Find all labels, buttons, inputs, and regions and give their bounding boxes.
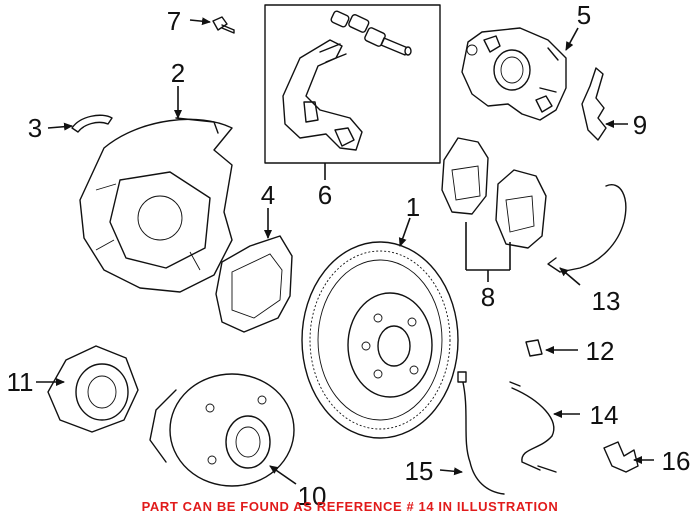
callout-1: 1: [406, 192, 420, 222]
callout-labels: 1 2 3 4 5 6 7 8 9 10 11 12 13 14 15 16: [7, 0, 691, 511]
brake-hose: [509, 381, 557, 473]
callout-7: 7: [167, 6, 181, 36]
wheel-hub: [149, 373, 295, 487]
brake-pads: [441, 137, 547, 249]
guide-pin-2: [364, 27, 412, 56]
callout-4: 4: [261, 180, 275, 210]
brake-rotor: [301, 241, 459, 439]
backing-plate: [79, 117, 233, 293]
reference-note: PART CAN BE FOUND AS REFERENCE # 14 IN I…: [142, 499, 559, 514]
callout-11: 11: [7, 367, 34, 397]
callout-15: 15: [405, 456, 434, 486]
bolt-part-7: [212, 16, 235, 34]
callout-2: 2: [171, 58, 185, 88]
bolt-part-12: [525, 339, 543, 357]
callout-5: 5: [577, 0, 591, 30]
callout-6: 6: [318, 180, 332, 210]
callout-9: 9: [633, 110, 647, 140]
callout-10: 10: [298, 481, 327, 511]
caliper-bracket-kit: [264, 4, 441, 164]
brake-caliper: [461, 27, 567, 121]
shield-part-4: [215, 235, 293, 333]
clip-part-3: [71, 114, 113, 133]
clip-part-16: [603, 441, 639, 473]
callout-12: 12: [586, 336, 615, 366]
wear-sensor-part-13: [547, 184, 627, 273]
wheel-bearing: [47, 345, 139, 433]
callout-13: 13: [592, 286, 621, 316]
callout-14: 14: [590, 400, 619, 430]
callout-8: 8: [481, 282, 495, 312]
callout-16: 16: [662, 446, 691, 476]
spring-clip-part-9: [581, 67, 607, 141]
guide-pin-1: [330, 10, 370, 33]
leader-lines: [36, 17, 654, 485]
callout-3: 3: [28, 113, 42, 143]
abs-sensor: [457, 371, 505, 495]
